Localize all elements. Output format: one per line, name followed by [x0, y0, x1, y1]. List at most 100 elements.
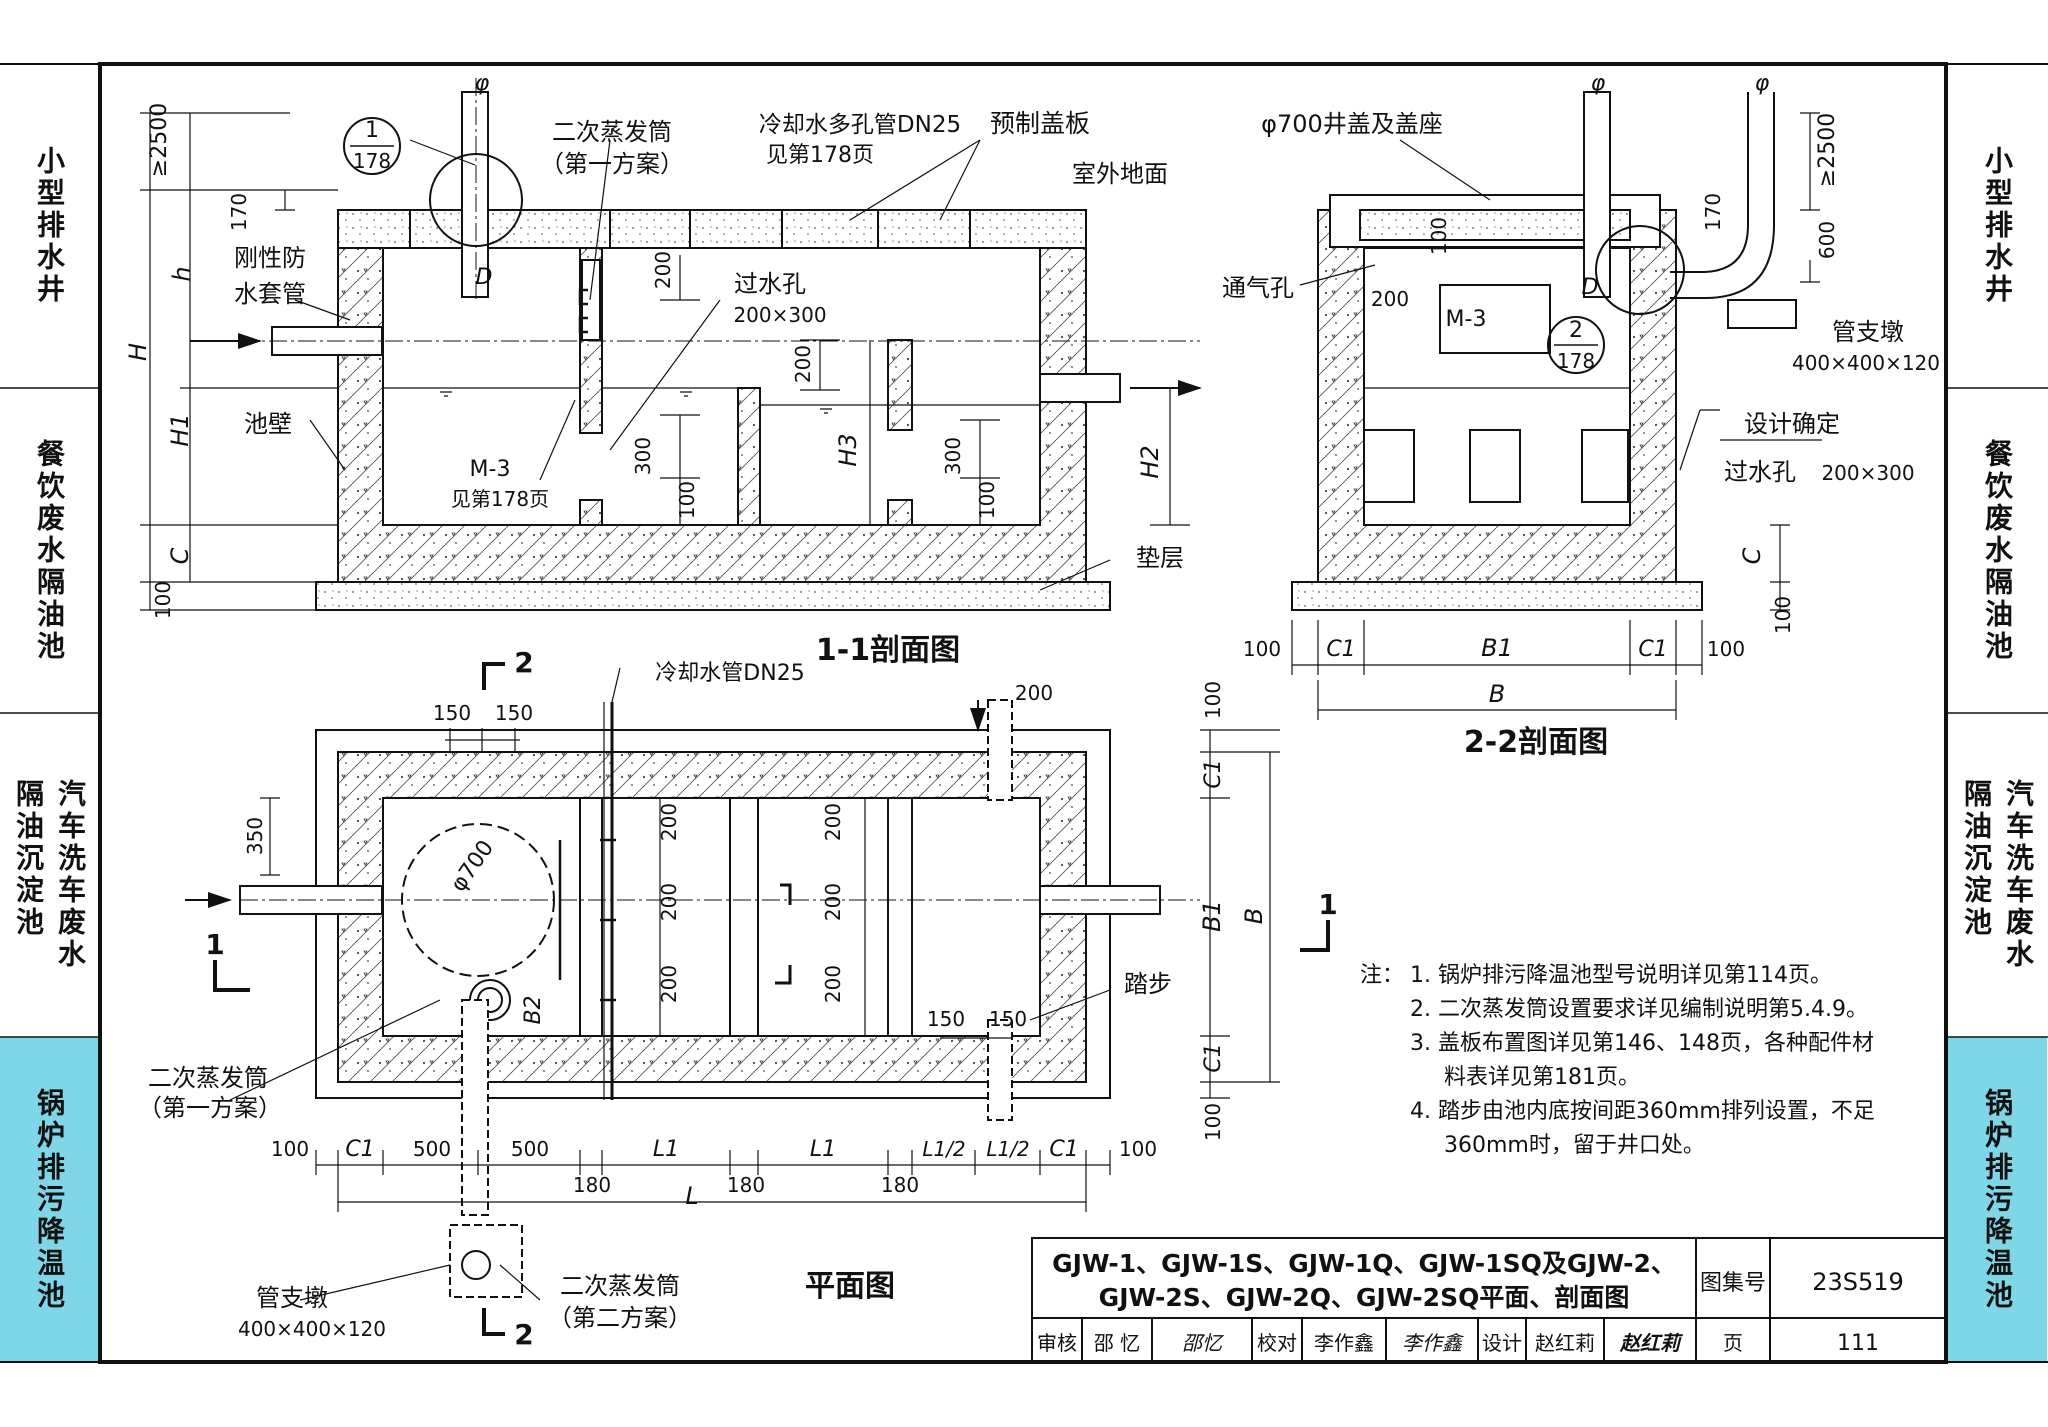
dim-300a: 300 — [631, 437, 655, 475]
plan-dim-100t: 100 — [1201, 681, 1225, 719]
label-phi-2a: φ — [1591, 71, 1606, 96]
cut-marker-2-bottom — [482, 1308, 505, 1336]
atlas-number: 23S519 — [1812, 1268, 1904, 1296]
dim-H2: H2 — [1136, 445, 1164, 478]
label-rigid-sleeve-2: 水套管 — [234, 280, 306, 308]
plan-dim-b100l: 100 — [271, 1137, 309, 1161]
plan-vertical-pipe — [461, 999, 489, 1216]
plan-dim-150d: 150 — [989, 1007, 1027, 1031]
plan-baffle-3 — [887, 797, 913, 1037]
note-3b: 料表详见第181页。 — [1444, 1065, 1640, 1090]
plan-dim-200-4: 200 — [821, 803, 845, 841]
label-plan-pipe-pier: 管支墩 — [256, 1284, 328, 1312]
dim-H3: H3 — [834, 433, 862, 466]
label-plan-scheme-two: （第二方案） — [548, 1304, 692, 1332]
plan-dim-b100r: 100 — [1119, 1137, 1157, 1161]
plan-dim-b180b: 180 — [727, 1173, 765, 1197]
title-block-lines — [1031, 1237, 1947, 1363]
plan-view — [185, 662, 1330, 1336]
dim-170: 170 — [227, 193, 251, 231]
note-3: 3. 盖板布置图详见第146、148页，各种配件材 — [1410, 1031, 1874, 1056]
dim-2-200: 200 — [1371, 287, 1409, 311]
label-secondary-evaporator: 二次蒸发筒 — [552, 118, 672, 146]
section-2-2-title: 2-2剖面图 — [1464, 725, 1608, 760]
check-label: 校对 — [1257, 1331, 1297, 1355]
label-pipe-pier-size: 400×400×120 — [1792, 351, 1940, 375]
page-label: 页 — [1723, 1331, 1743, 1355]
label-overflow-size-2: 200×300 — [1821, 461, 1914, 485]
atlas-label: 图集号 — [1700, 1271, 1766, 1296]
baffle-2 — [737, 387, 761, 526]
cushion-layer — [315, 581, 1111, 611]
plan-baffle-2 — [729, 797, 759, 1037]
plan-dim-b180c: 180 — [881, 1173, 919, 1197]
section-1-1-title: 1-1剖面图 — [816, 633, 960, 668]
plan-dim-200-6: 200 — [821, 965, 845, 1003]
plan-dim-200-3: 200 — [657, 965, 681, 1003]
detail-2-number: 2 — [1569, 318, 1583, 343]
label-d-1: D — [476, 265, 493, 290]
plan-pier — [449, 1224, 523, 1298]
baffle-3 — [887, 339, 913, 431]
plan-dim-350: 350 — [243, 817, 267, 855]
label-see-178: 见第178页 — [766, 143, 874, 168]
side-tab-left-1[interactable]: 小型排水井 — [0, 64, 98, 388]
side-tab-text: 锅炉排污降温池 — [1981, 1087, 2014, 1312]
plan-dim-100b: 100 — [1201, 1103, 1225, 1141]
side-tab-text: 小型排水井 — [1981, 146, 2014, 306]
label-plan-evaporator-2: 二次蒸发筒 — [560, 1272, 680, 1300]
notes-heading: 注： — [1360, 963, 1404, 988]
plan-dim-200top: 200 — [1015, 681, 1053, 705]
side-tab-right-2[interactable]: 餐饮废水隔油池 — [1947, 388, 2047, 713]
label-plan-evaporator: 二次蒸发筒 — [148, 1064, 268, 1092]
plan-dim-200-1: 200 — [657, 803, 681, 841]
side-tab-text: 餐饮废水隔油池 — [33, 438, 66, 663]
side-tab-right-4[interactable]: 锅炉排污降温池 — [1947, 1037, 2047, 1362]
plan-dim-C1b: C1 — [1201, 1043, 1226, 1072]
dim-100: 100 — [151, 581, 175, 619]
checker-name: 李作鑫 — [1314, 1331, 1374, 1355]
label-m3-2: M-3 — [1446, 307, 1487, 332]
baffle-1-lower — [579, 499, 603, 526]
side-tab-left-4[interactable]: 锅炉排污降温池 — [0, 1037, 98, 1362]
page-number: 111 — [1837, 1331, 1879, 1356]
label-overflow-size: 200×300 — [733, 303, 826, 327]
cut-1-right: 1 — [1318, 888, 1337, 921]
label-design-determined: 设计确定 — [1744, 410, 1840, 438]
dim-2-C1r: C1 — [1638, 637, 1667, 662]
side-tab-right-3[interactable]: 汽车洗车废水隔油沉淀池 — [1947, 713, 2047, 1037]
evaporator-pipe-1-1 — [461, 91, 489, 298]
side-tab-right-1[interactable]: 小型排水井 — [1947, 64, 2047, 388]
side-tab-text: 锅炉排污降温池 — [33, 1087, 66, 1312]
label-rigid-sleeve-1: 刚性防 — [234, 244, 306, 272]
baffle-3-lower — [887, 499, 913, 526]
dim-H: H — [124, 343, 152, 361]
plan-dim-bL12b: L1/2 — [986, 1137, 1029, 1161]
dim-2-100v: 100 — [1771, 596, 1795, 634]
label-vent: 通气孔 — [1222, 274, 1294, 302]
section-1-1 — [140, 78, 1202, 611]
detail-1-page: 178 — [353, 149, 391, 173]
label-plan-scheme-one: （第一方案） — [138, 1094, 282, 1122]
reviewer-name: 邵 忆 — [1094, 1331, 1140, 1355]
plan-walls — [337, 751, 1087, 1083]
side-tab-left-3[interactable]: 汽车洗车废水隔油沉淀池 — [0, 713, 98, 1037]
label-precast-cover: 预制盖板 — [990, 109, 1090, 138]
note-4b: 360mm时，留于井口处。 — [1444, 1133, 1705, 1158]
dim-2-B1: B1 — [1481, 634, 1513, 662]
pipe-pier-2 — [1727, 299, 1797, 329]
plan-dim-bC1l: C1 — [345, 1137, 374, 1162]
cut-marker-2-top — [482, 662, 505, 690]
plan-dim-150c: 150 — [927, 1007, 965, 1031]
dim-2-100l: 100 — [1243, 637, 1281, 661]
label-plan-cooling-pipe: 冷却水管DN25 — [655, 661, 804, 686]
detail-2-page: 178 — [1557, 349, 1595, 373]
dim-2-2500: ≥2500 — [1815, 113, 1840, 187]
plan-dim-b500b: 500 — [511, 1137, 549, 1161]
review-label: 审核 — [1037, 1331, 1077, 1355]
side-tab-left-2[interactable]: 餐饮废水隔油池 — [0, 388, 98, 713]
plan-dim-b180a: 180 — [573, 1173, 611, 1197]
dim-100a: 100 — [675, 481, 699, 519]
cushion-layer-2 — [1291, 581, 1703, 611]
